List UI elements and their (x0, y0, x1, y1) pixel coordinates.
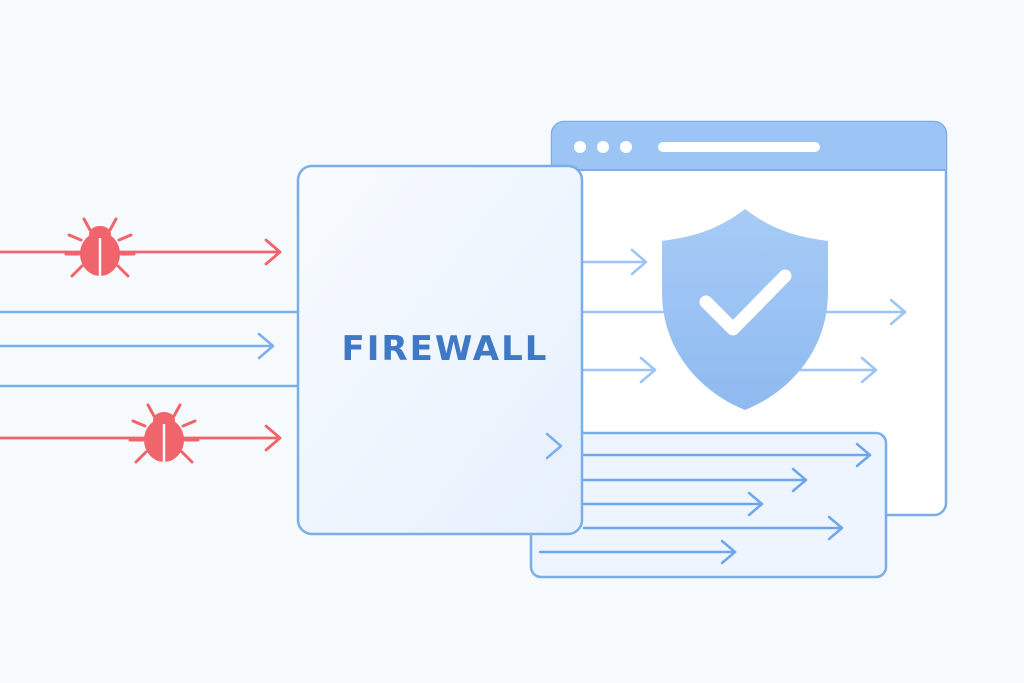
bug-icon (64, 217, 136, 278)
firewall-box: FIREWALL (296, 164, 584, 536)
incoming-safe-traffic (0, 310, 302, 388)
shield-check-icon (662, 209, 828, 410)
address-bar (658, 142, 820, 152)
window-dots-icon (574, 141, 632, 153)
traffic-panel (529, 431, 888, 579)
incoming-threat-traffic (0, 238, 282, 452)
bug-icon (128, 403, 200, 464)
firewall-label: FIREWALL (342, 329, 549, 369)
